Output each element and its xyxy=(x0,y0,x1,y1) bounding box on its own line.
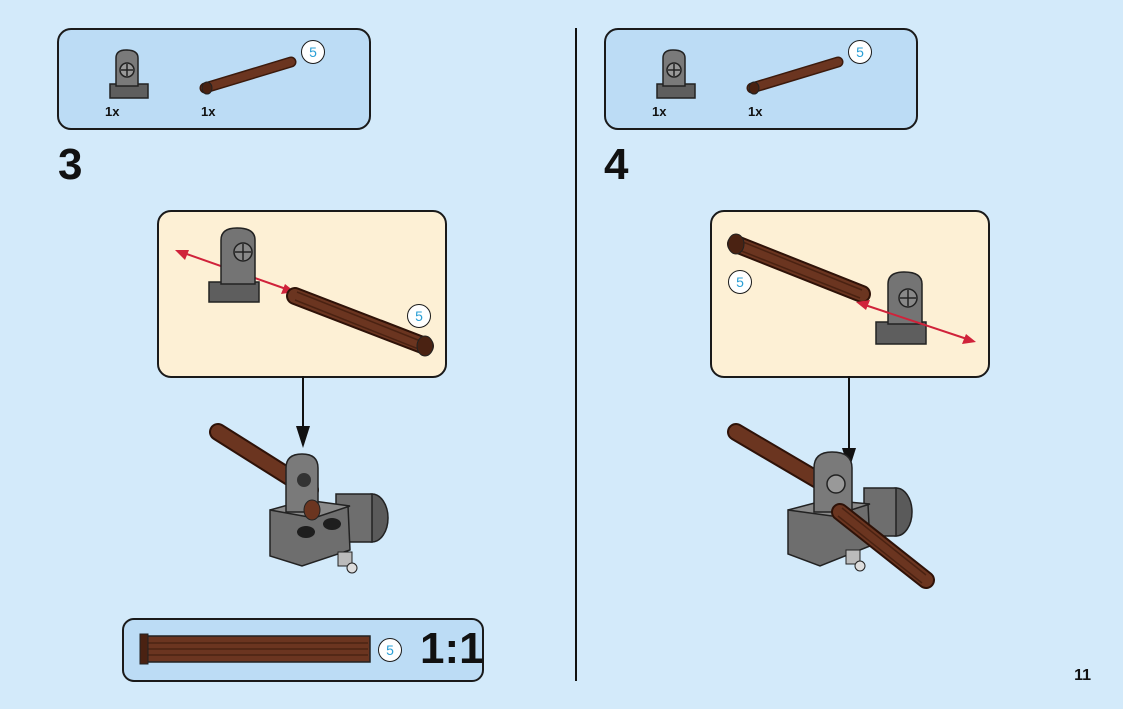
callout-assembly-illustration xyxy=(712,212,988,376)
axle-length-badge: 5 xyxy=(407,304,431,328)
step-number: 3 xyxy=(58,140,82,190)
gray-pin-connector-icon xyxy=(651,48,701,108)
part-qty: 1x xyxy=(748,104,762,119)
brown-axle-icon xyxy=(746,58,846,98)
scale-reference-box: 5 1:1 xyxy=(122,618,484,682)
scale-label: 1:1 xyxy=(420,624,484,674)
axle-length-badge: 5 xyxy=(728,270,752,294)
step-4-assembly-illustration xyxy=(728,420,938,600)
step-number: 4 xyxy=(604,140,628,190)
gray-pin-connector-icon xyxy=(104,48,154,108)
callout-step-3: 5 xyxy=(157,210,447,378)
parts-list-step-3: 1x 1x 5 xyxy=(57,28,371,130)
page-number: 11 xyxy=(1074,667,1091,685)
callout-assembly-illustration xyxy=(159,212,445,376)
axle-length-badge: 5 xyxy=(848,40,872,64)
brown-axle-icon xyxy=(199,58,299,98)
part-qty: 1x xyxy=(105,104,119,119)
part-qty: 1x xyxy=(652,104,666,119)
part-qty: 1x xyxy=(201,104,215,119)
step-3-assembly-illustration xyxy=(210,420,400,590)
axle-scale-icon xyxy=(140,634,372,664)
axle-length-badge: 5 xyxy=(301,40,325,64)
step-divider xyxy=(575,28,577,681)
axle-length-badge: 5 xyxy=(378,638,402,662)
parts-list-step-4: 1x 1x 5 xyxy=(604,28,918,130)
callout-step-4: 5 xyxy=(710,210,990,378)
